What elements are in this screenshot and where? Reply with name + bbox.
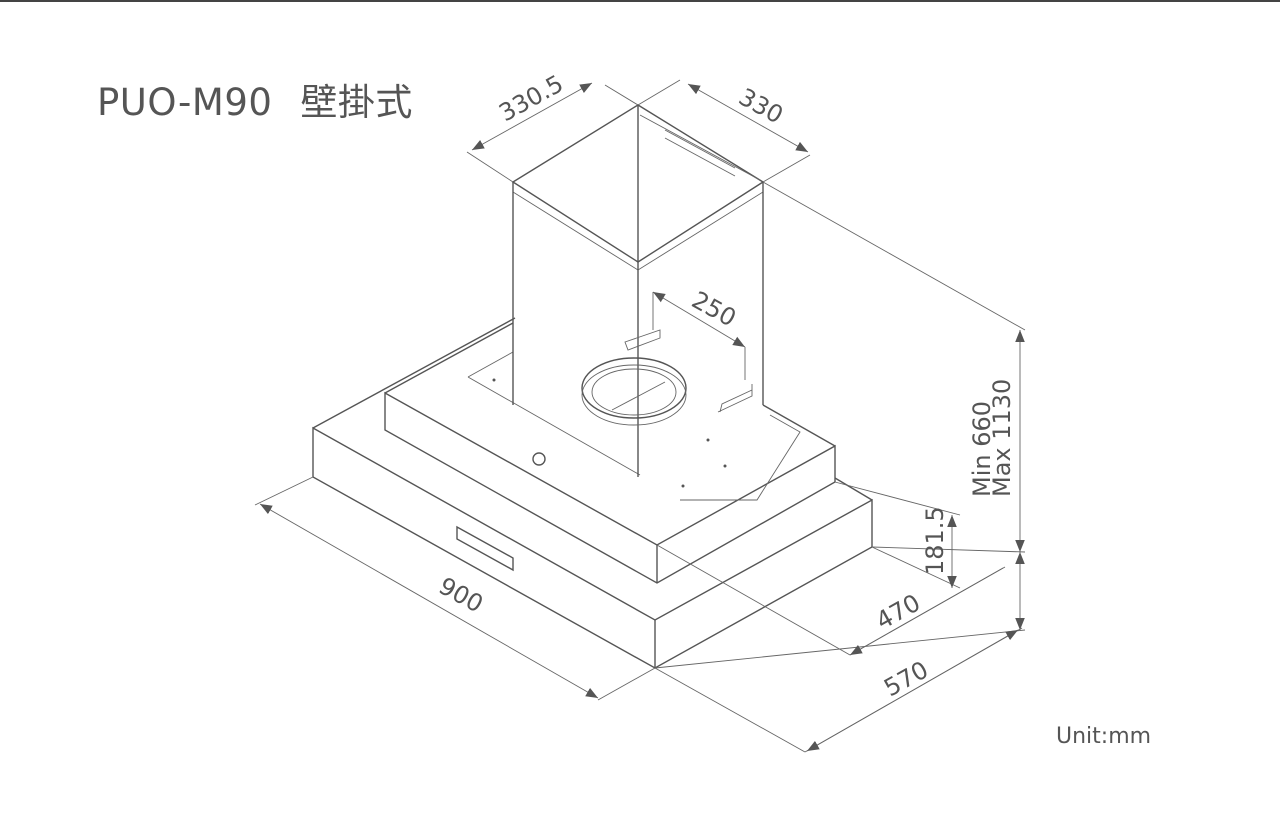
control-panel bbox=[456, 525, 514, 572]
dim-height-max: Max 1130 bbox=[988, 379, 1016, 497]
model-name: PUO-M90 bbox=[97, 81, 273, 124]
dim-chimney-width: 330 bbox=[734, 83, 788, 130]
unit-label: Unit:mm bbox=[1056, 724, 1152, 749]
exhaust-collar bbox=[581, 357, 687, 419]
mount-type: 壁掛式 bbox=[300, 81, 413, 124]
dim-total-depth: 570 bbox=[879, 656, 933, 703]
chimney bbox=[511, 104, 765, 477]
dim-width: 900 bbox=[434, 572, 488, 619]
page-title: PUO-M90 壁掛式 bbox=[97, 72, 413, 126]
light-switch bbox=[532, 452, 546, 466]
dimension-lines bbox=[254, 79, 1026, 753]
dim-upper-depth: 470 bbox=[871, 589, 925, 636]
dim-hood-height: 181.5 bbox=[921, 506, 949, 575]
dim-chimney-depth: 330.5 bbox=[494, 69, 568, 127]
top-border bbox=[0, 0, 1280, 2]
dim-height-min: Min 660 bbox=[968, 401, 996, 497]
dim-bracket-spacing: 250 bbox=[687, 286, 741, 333]
dimension-labels: 330.5 330 250 Min 660 Max 1130 181.5 470… bbox=[434, 69, 1016, 702]
